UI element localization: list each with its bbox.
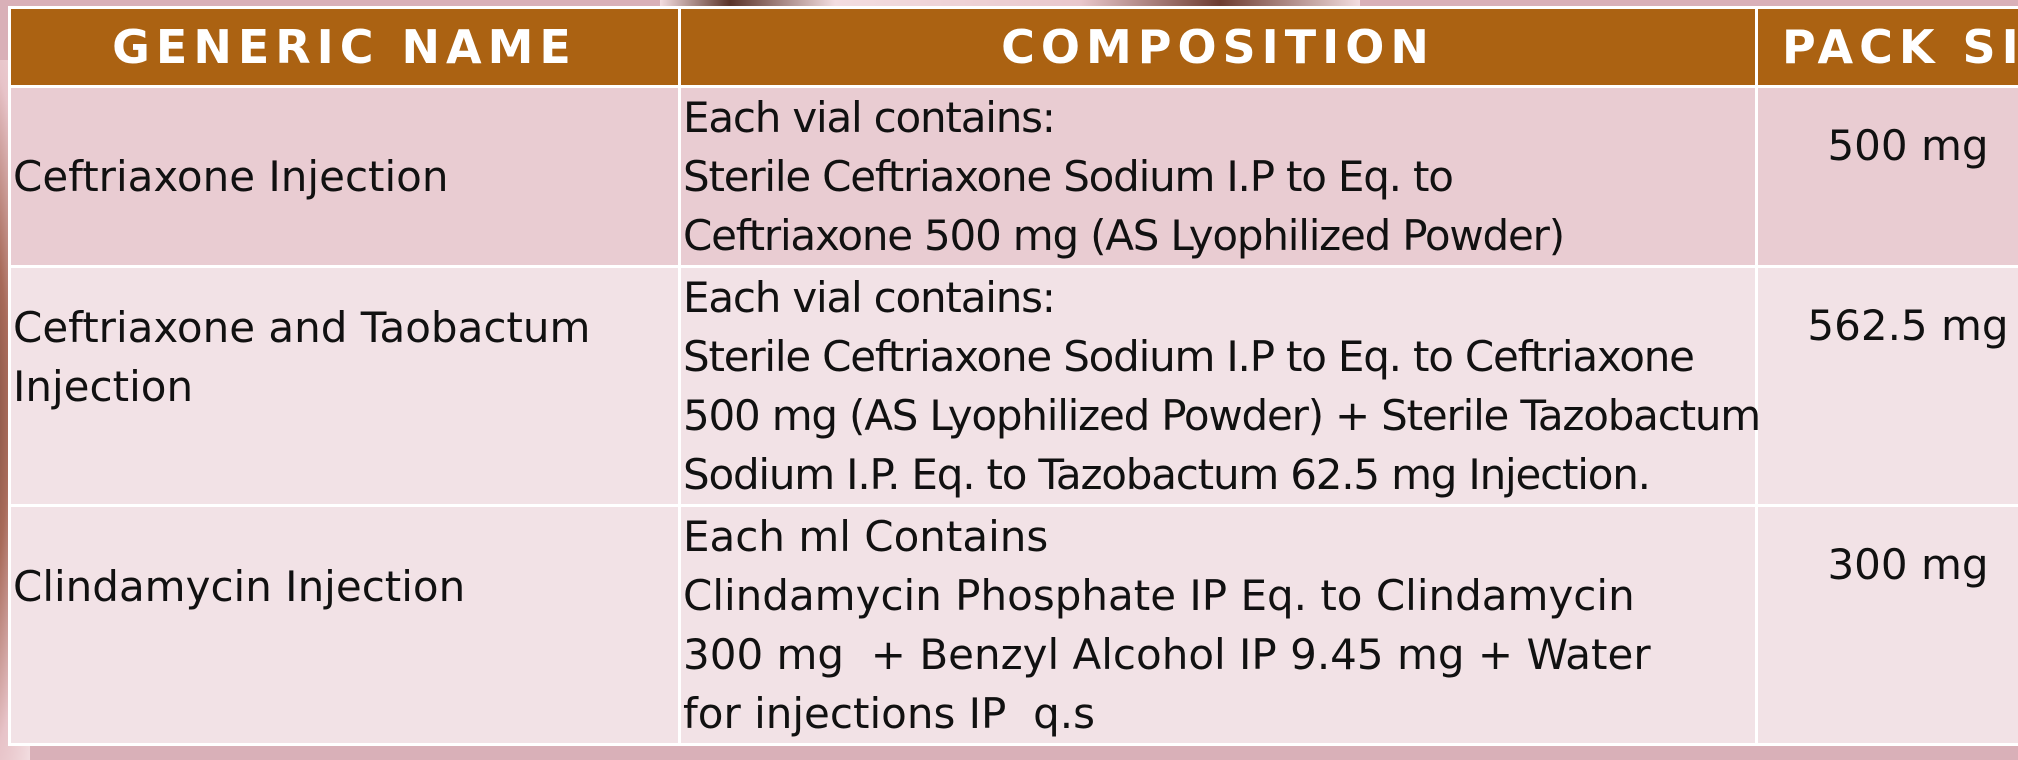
- composition-line: for injections IP q.s: [683, 684, 1749, 743]
- pack-size-value: 300 mg: [1758, 535, 2018, 594]
- composition-cell: Each vial contains: Sterile Ceftriaxone …: [680, 87, 1757, 267]
- header-pack-size: PACK SIZE: [1757, 8, 2018, 87]
- pack-size-cell: 500 mg: [1757, 87, 2018, 267]
- table-row: Clindamycin Injection Each ml Contains C…: [10, 506, 2018, 745]
- table-row: Ceftriaxone Injection Each vial contains…: [10, 87, 2018, 267]
- composition-line: Sterile Ceftriaxone Sodium I.P to Eq. to: [683, 147, 1749, 206]
- pack-size-cell: 562.5 mg: [1757, 267, 2018, 506]
- composition-line: Each vial contains:: [683, 88, 1749, 147]
- composition-line: Sodium I.P. Eq. to Tazobactum 62.5 mg In…: [683, 445, 1749, 504]
- product-table: GENERIC NAME COMPOSITION PACK SIZE Ceftr…: [8, 6, 2018, 746]
- header-generic-name: GENERIC NAME: [10, 8, 680, 87]
- table-row: Ceftriaxone and Taobactum Injection Each…: [10, 267, 2018, 506]
- composition-line: 300 mg + Benzyl Alcohol IP 9.45 mg + Wat…: [683, 625, 1749, 684]
- composition-cell: Each ml Contains Clindamycin Phosphate I…: [680, 506, 1757, 745]
- pack-size-value: 500 mg: [1758, 116, 2018, 175]
- table-header-row: GENERIC NAME COMPOSITION PACK SIZE: [10, 8, 2018, 87]
- header-composition: COMPOSITION: [680, 8, 1757, 87]
- composition-line: Ceftriaxone 500 mg (AS Lyophilized Powde…: [683, 206, 1749, 265]
- pack-size-cell: 300 mg: [1757, 506, 2018, 745]
- composition-line: Each ml Contains: [683, 507, 1749, 566]
- composition-line: Each vial contains:: [683, 268, 1749, 327]
- composition-cell: Each vial contains: Sterile Ceftriaxone …: [680, 267, 1757, 506]
- composition-line: 500 mg (AS Lyophilized Powder) + Sterile…: [683, 386, 1749, 445]
- pack-size-value: 562.5 mg: [1758, 296, 2018, 355]
- composition-line: Sterile Ceftriaxone Sodium I.P to Eq. to…: [683, 327, 1749, 386]
- composition-line: Clindamycin Phosphate IP Eq. to Clindamy…: [683, 566, 1749, 625]
- generic-name-cell: Clindamycin Injection: [10, 506, 680, 745]
- generic-name-cell: Ceftriaxone Injection: [10, 87, 680, 267]
- generic-name-cell: Ceftriaxone and Taobactum Injection: [10, 267, 680, 506]
